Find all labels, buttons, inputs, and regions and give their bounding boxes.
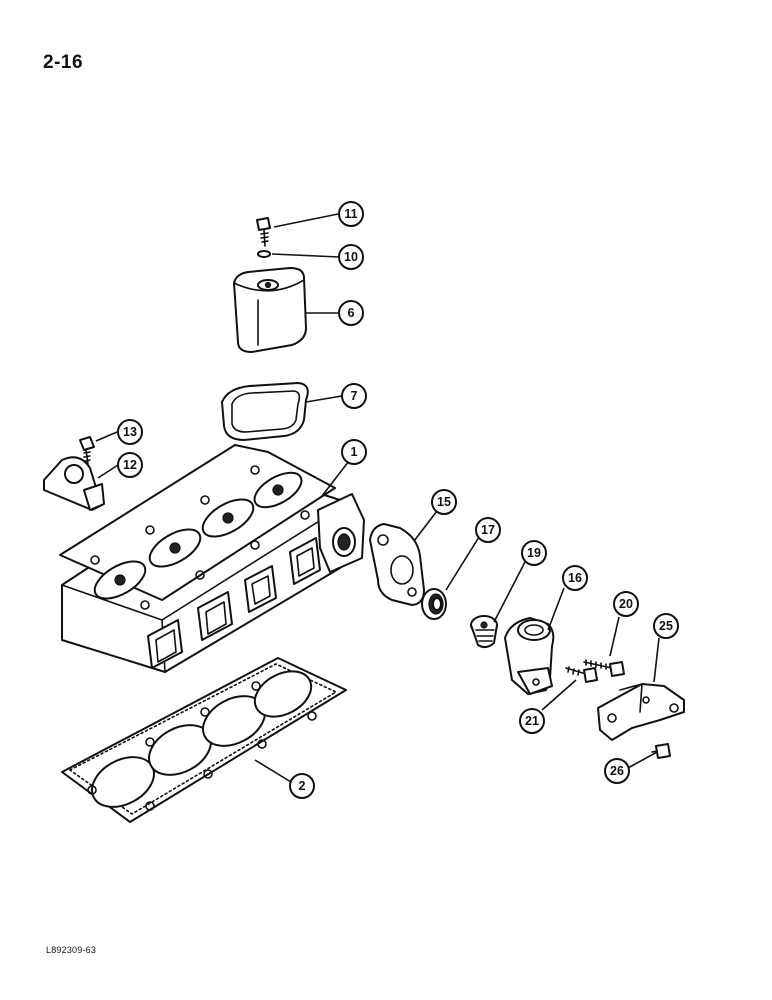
leader-lines [95, 213, 660, 783]
lifting-bracket [43, 456, 105, 511]
callout-12: 12 [117, 452, 143, 478]
svg-text:11: 11 [344, 207, 357, 221]
callout-10: 10 [338, 244, 364, 270]
callout-2: 2 [289, 773, 315, 799]
bracket-bolt [79, 436, 95, 465]
cylinder-head [59, 444, 365, 673]
callout-17: 17 [475, 517, 501, 543]
svg-text:16: 16 [568, 571, 582, 585]
callout-1: 1 [341, 439, 367, 465]
svg-text:1: 1 [351, 445, 358, 459]
callout-7: 7 [341, 383, 367, 409]
svg-text:17: 17 [481, 523, 495, 537]
svg-text:12: 12 [123, 458, 137, 472]
housing-gasket [369, 523, 425, 606]
thermostat [470, 615, 498, 649]
svg-text:20: 20 [619, 597, 633, 611]
mounting-bolt-long [583, 659, 625, 677]
callout-25: 25 [653, 613, 679, 639]
callout-6: 6 [338, 300, 364, 326]
callout-15: 15 [431, 489, 457, 515]
cover-bolt [256, 217, 271, 247]
svg-text:21: 21 [525, 714, 539, 728]
callout-13: 13 [117, 419, 143, 445]
svg-text:19: 19 [527, 546, 541, 560]
svg-text:10: 10 [344, 250, 358, 264]
svg-text:15: 15 [437, 495, 451, 509]
mounting-bracket [597, 683, 685, 741]
page-number: 2-16 [43, 52, 84, 73]
figure-code: L892309-63 [46, 945, 97, 955]
rocker-cover [233, 267, 307, 353]
callout-21: 21 [519, 708, 545, 734]
svg-text:6: 6 [348, 306, 355, 320]
svg-text:13: 13 [123, 425, 137, 439]
thermostat-seal [421, 588, 447, 620]
mounting-bolt-short [565, 666, 598, 683]
seal-washer [257, 250, 271, 258]
svg-text:7: 7 [351, 389, 358, 403]
head-gasket [61, 657, 347, 823]
cover-gasket [221, 382, 309, 441]
bracket-mounting-bolt [651, 743, 671, 759]
thermostat-housing [504, 617, 555, 695]
svg-text:26: 26 [610, 764, 624, 778]
callout-26: 26 [604, 758, 630, 784]
callout-16: 16 [562, 565, 588, 591]
svg-text:2: 2 [299, 779, 306, 793]
callout-11: 11 [338, 201, 364, 227]
callout-19: 19 [521, 540, 547, 566]
callout-20: 20 [613, 591, 639, 617]
svg-text:25: 25 [659, 619, 673, 633]
